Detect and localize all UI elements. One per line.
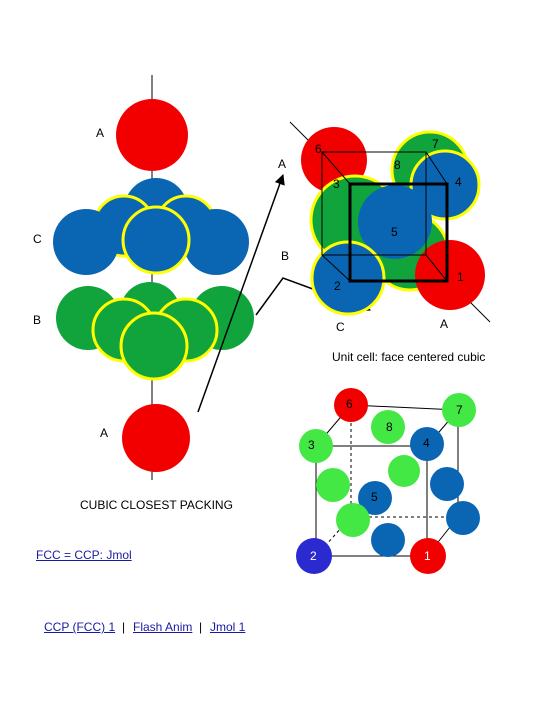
link-separator-1: | — [122, 620, 126, 634]
stack-caption: CUBIC CLOSEST PACKING — [80, 498, 233, 512]
cell-bottom-number-1: 1 — [424, 549, 431, 563]
layer-label-a-top: A — [96, 126, 105, 140]
cell-bottom-number-2: 2 — [310, 549, 317, 563]
layer-b-spheres — [56, 282, 254, 381]
arrow-to-a-label — [197, 174, 285, 413]
flash-anim-link[interactable]: Flash Anim — [133, 620, 193, 634]
cell-top-number-7: 7 — [432, 137, 439, 151]
cell-top-spheres — [301, 127, 485, 316]
cell-side-label-a-top: A — [278, 157, 287, 171]
cell-top-number-8: 8 — [394, 158, 401, 172]
cell-bottom-number-5: 5 — [371, 490, 378, 504]
layer-a-bottom-sphere — [122, 404, 190, 472]
ccp-fcc-link[interactable]: CCP (FCC) 1 — [44, 620, 116, 634]
layer-c-spheres — [53, 178, 249, 275]
jmol-link[interactable]: FCC = CCP: Jmol — [36, 548, 132, 562]
cell-bottom-number-4: 4 — [423, 436, 430, 450]
link-separator-2: | — [199, 620, 203, 634]
cell-side-label-b: B — [281, 249, 290, 263]
layer-label-a-bottom: A — [100, 426, 109, 440]
cell-bottom-number-8: 8 — [386, 420, 393, 434]
cell-bottom-spheres — [296, 388, 480, 574]
cell-top-cube — [321, 151, 449, 283]
layer-a-top-sphere — [116, 99, 188, 171]
cell-bottom-number-6: 6 — [346, 397, 353, 411]
cell-bottom-number-3: 3 — [308, 438, 315, 452]
cell-top-number-1: 1 — [457, 270, 464, 284]
cell-side-label-a-bottom: A — [440, 317, 449, 331]
cell-top-number-5: 5 — [391, 225, 398, 239]
cell-top-number-4: 4 — [455, 175, 462, 189]
cell-side-label-c: C — [336, 320, 345, 334]
jmol-1-link[interactable]: Jmol 1 — [210, 620, 246, 634]
cell-top-caption: Unit cell: face centered cubic — [332, 350, 486, 364]
layer-label-b: B — [33, 313, 42, 327]
cell-top-number-3: 3 — [333, 177, 340, 191]
cell-top-number-2: 2 — [334, 279, 341, 293]
layer-label-c: C — [33, 232, 42, 246]
cell-bottom-number-7: 7 — [456, 403, 463, 417]
cell-top-number-6: 6 — [315, 142, 322, 156]
